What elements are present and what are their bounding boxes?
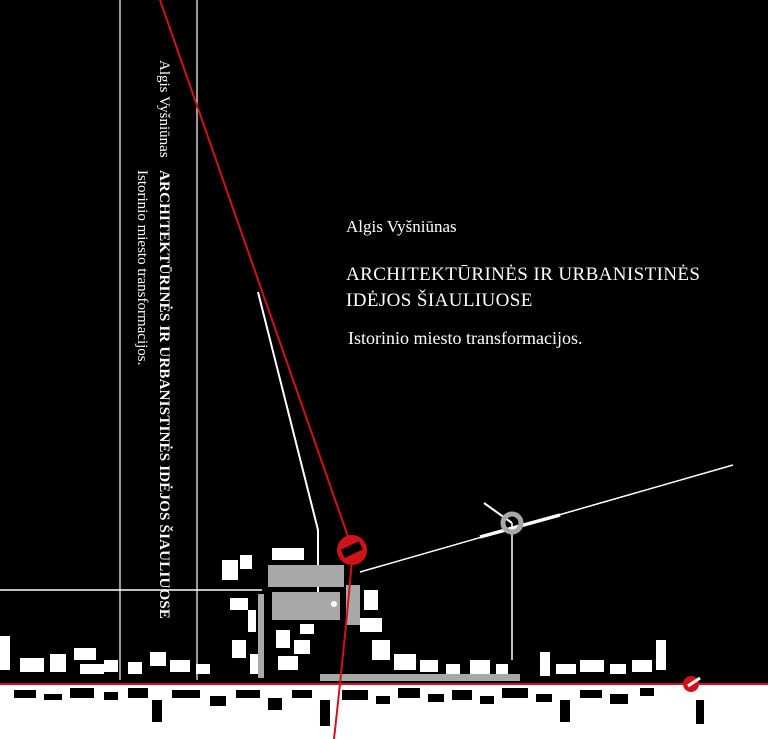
red-marker-inner <box>340 541 363 558</box>
cover-title-line2: IDĖJOS ŠIAULIUOSE <box>346 290 533 311</box>
spine-author: Algis Vyšniūnas <box>156 60 172 158</box>
roundabout-icon <box>500 511 524 535</box>
building-row-east <box>540 640 666 676</box>
gray-strip <box>258 594 264 678</box>
red-marker-small-handle <box>687 676 701 688</box>
red-axis-line <box>159 0 353 549</box>
spine-title: ARCHITEKTŪRINĖS IR URBANISTINĖS IDĖJOS Š… <box>156 170 172 620</box>
spine-subtitle: Istorinio miesto transformacijos. <box>134 170 150 366</box>
cover-author: Algis Vyšniūnas <box>346 217 457 236</box>
red-axis-curve <box>333 559 353 739</box>
cover-title: ARCHITEKTŪRINĖS IR URBANISTINĖS IDĖJOS Š… <box>346 262 700 314</box>
street-east-branch <box>483 502 513 524</box>
building-cluster-center <box>128 548 508 674</box>
street-diagonal <box>257 291 319 620</box>
cover-subtitle: Istorinio miesto transformacijos. <box>348 328 583 348</box>
building-row-west <box>0 636 118 674</box>
gray-strip <box>320 674 520 681</box>
white-dot <box>331 601 337 607</box>
building-row-south <box>14 688 704 726</box>
cover-title-line1: ARCHITEKTŪRINĖS IR URBANISTINĖS <box>346 264 701 285</box>
gray-block <box>272 592 340 620</box>
book-spine: Algis Vyšniūnas ARCHITEKTŪRINĖS IR URBAN… <box>132 60 176 620</box>
gray-block <box>268 565 344 587</box>
